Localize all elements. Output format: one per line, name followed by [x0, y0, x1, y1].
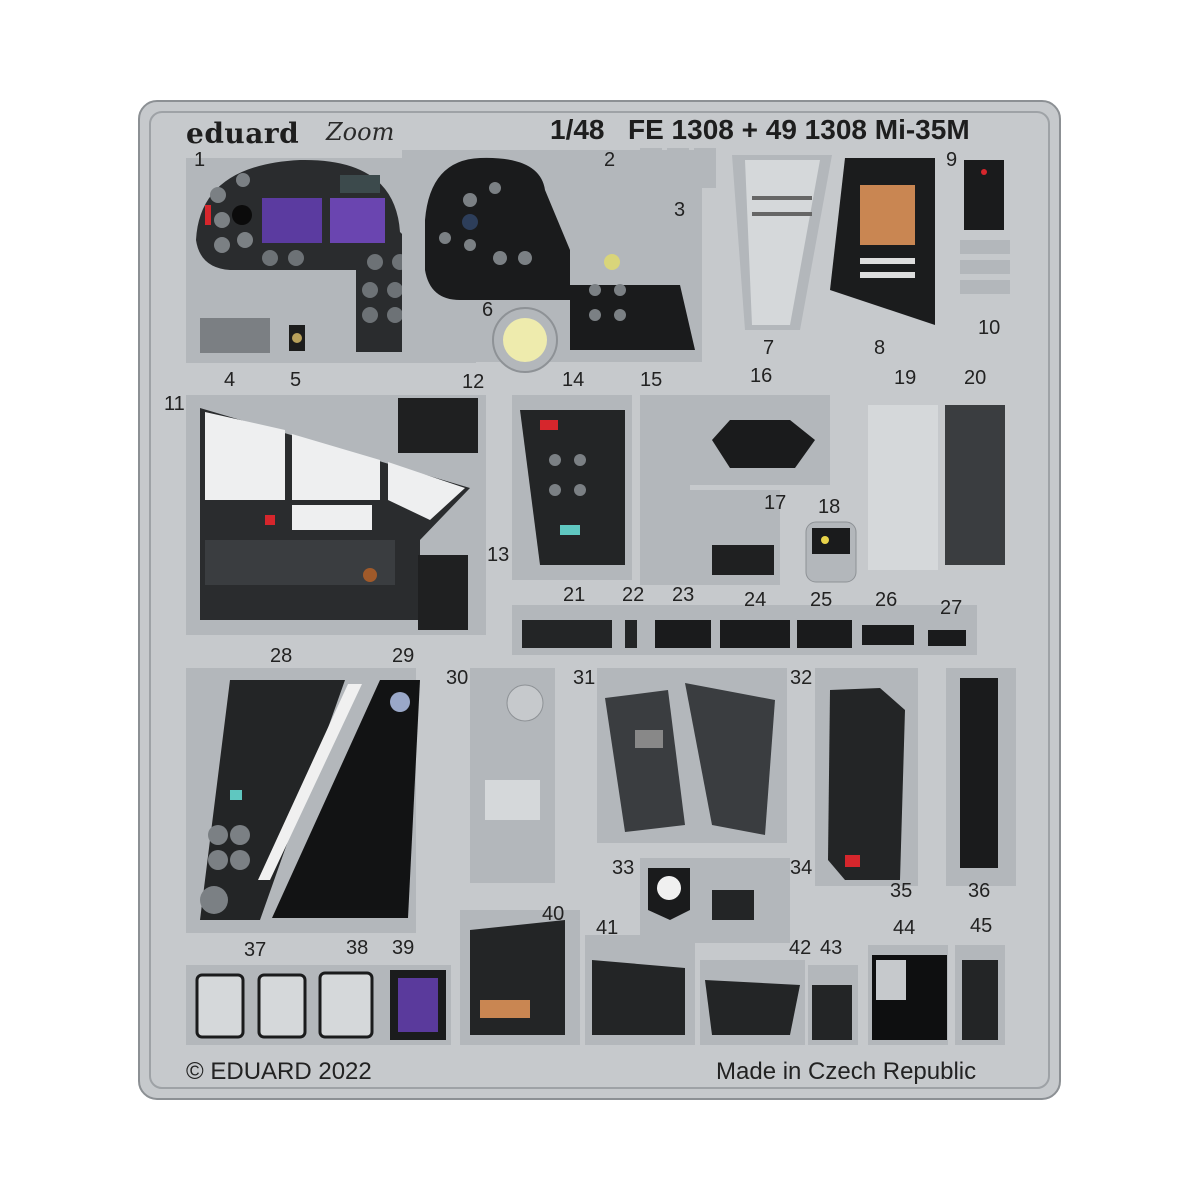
part-number-label: 4	[224, 369, 236, 391]
part-number-label: 36	[968, 880, 991, 902]
part-32-35-panel	[815, 668, 918, 886]
part-number-label: 30	[446, 667, 469, 689]
part-number-label: 33	[612, 857, 635, 879]
part-number-label: 35	[890, 880, 913, 902]
part-number-label: 29	[392, 645, 415, 667]
eduard-logo-text: eduard	[186, 117, 300, 150]
scale-label: 1/48	[550, 114, 605, 145]
part-number-label: 28	[270, 645, 293, 667]
part-19-grid	[868, 405, 938, 570]
part-number-label: 26	[875, 589, 898, 611]
parts-21-27-row	[512, 605, 977, 655]
part-number-label: 15	[640, 369, 663, 391]
part-16-panel	[690, 395, 830, 485]
mfd-screen-right	[330, 198, 385, 243]
part-number-label: 17	[764, 492, 787, 514]
part-number-label: 11	[164, 393, 185, 415]
part-17-panel	[690, 490, 780, 585]
part-number-label: 22	[622, 584, 645, 606]
part-number-label: 37	[244, 939, 267, 961]
part-number-label: 12	[462, 371, 485, 393]
part-number-label: 2	[604, 149, 616, 171]
part-number-label: 20	[964, 367, 987, 389]
part-36-panel	[946, 668, 1016, 886]
parts-37-39-screens	[186, 965, 451, 1045]
part-number-label: 27	[940, 597, 963, 619]
part-number-label: 18	[818, 496, 841, 518]
part-33-34-panel	[640, 858, 790, 943]
part-14-panel	[512, 395, 632, 580]
mfd-screen-part-39	[398, 978, 438, 1032]
part-number-label: 13	[487, 544, 510, 566]
part-13-panel	[418, 555, 468, 630]
parts-40-45-panels	[460, 910, 1005, 1045]
part-number-label: 8	[874, 337, 886, 359]
part-number-label: 34	[790, 857, 813, 879]
part-30-frame	[470, 668, 555, 883]
part-12-panel	[398, 398, 478, 453]
fret-inner-border	[149, 111, 1050, 1089]
part-number-label: 3	[674, 199, 686, 221]
part-number-label: 9	[946, 149, 958, 171]
part-number-label: 42	[789, 937, 812, 959]
part-number-label: 19	[894, 367, 917, 389]
part-18-dial	[805, 521, 857, 583]
part-6-lens	[492, 307, 558, 373]
part-number-label: 32	[790, 667, 813, 689]
part-8-panel	[830, 158, 935, 325]
part-number-label: 40	[542, 903, 565, 925]
part-number-label: 39	[392, 937, 415, 959]
part-15-tabs	[640, 395, 690, 585]
part-number-label: 43	[820, 937, 843, 959]
mfd-screen-left	[262, 198, 322, 243]
part-31-panel	[597, 668, 787, 843]
part-number-label: 41	[596, 917, 619, 939]
part-number-label: 25	[810, 589, 833, 611]
zoom-mark: Zoom	[326, 118, 395, 146]
part-number-label: 6	[482, 299, 494, 321]
part-number-label: 45	[970, 915, 993, 937]
part-number-label: 21	[563, 584, 586, 606]
copyright-text: © EDUARD 2022	[186, 1058, 372, 1085]
product-code: FE 1308 + 49 1308 Mi-35M	[628, 114, 970, 145]
part-number-label: 23	[672, 584, 695, 606]
part-number-label: 10	[978, 317, 1001, 339]
part-9-panel	[964, 160, 1004, 230]
part-29-panel	[272, 680, 420, 918]
part-number-label: 1	[194, 149, 206, 171]
part-number-label: 5	[290, 369, 302, 391]
part-number-label: 14	[562, 369, 585, 391]
part-7-panel	[732, 155, 832, 330]
part-number-label: 31	[573, 667, 596, 689]
part-3-tabs	[640, 148, 716, 188]
part-number-label: 16	[750, 365, 773, 387]
part-number-label: 44	[893, 917, 916, 939]
part-10-strips	[960, 240, 1010, 294]
origin-text: Made in Czech Republic	[716, 1058, 977, 1085]
part-20-grid	[945, 405, 1005, 565]
part-5-badge	[282, 318, 312, 358]
part-number-label: 38	[346, 937, 369, 959]
part-number-label: 7	[763, 337, 775, 359]
part-number-label: 24	[744, 589, 767, 611]
part-4-panel	[186, 308, 276, 358]
